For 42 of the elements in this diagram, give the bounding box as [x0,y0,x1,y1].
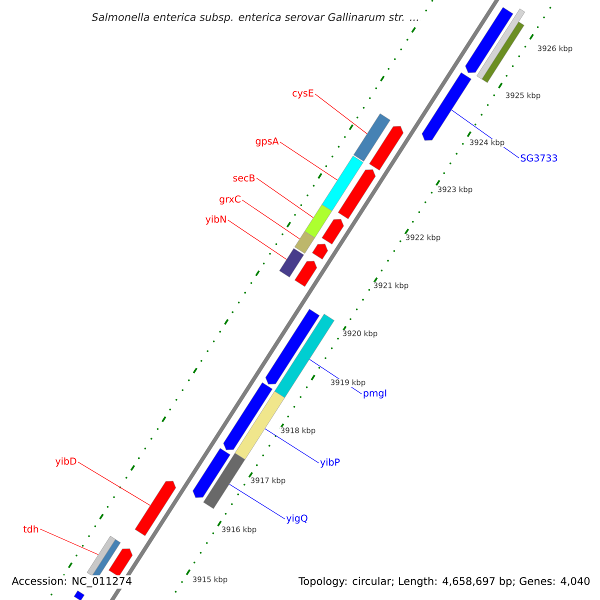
gene-feature [422,72,472,141]
leader-line [256,178,314,218]
leader-line [280,142,338,180]
gene-feature [265,308,320,384]
gene-feature [312,244,328,260]
gene-block [279,248,304,278]
gene-label: yigQ [286,514,308,524]
gene-block [353,113,390,162]
gene-label: cysE [292,90,314,98]
gene-label: SG3733 [520,154,558,162]
gene-block [476,8,526,80]
gene-feature [108,548,133,577]
gene-label: grxC [220,195,240,204]
leader-line [264,428,320,464]
gene-block [322,156,364,212]
gene-feature [192,448,230,498]
gene-label: pmgI [364,390,386,398]
gene-feature [223,382,273,450]
gene-label: yibP [320,458,340,468]
gene-feature [134,480,176,536]
gene-label: tdh [23,525,38,533]
gene-label: secB [233,174,255,182]
gene-feature [465,7,514,73]
gene-feature [338,169,376,220]
leader-line [228,220,287,260]
gene-label: yibD [55,457,76,467]
gene-block [86,536,116,576]
info-text: Topology: circular; Length: 4,658,697 bp; Genes: 4,040 [297,575,592,589]
info-text: Accession: NC_011274 [10,575,134,589]
gene-feature [322,218,344,244]
gene-feature [294,260,318,287]
title: Salmonella enterica subsp. enterica serovar Gallinarum str. ... [90,11,421,25]
gene-label: yibN [206,215,226,225]
gene-block [304,204,332,238]
gene-block [203,452,246,509]
gene-feature [369,126,404,171]
leader-line [314,94,368,134]
gene-block [294,231,315,254]
gene-block [74,590,85,600]
leader-line [242,200,300,240]
gene-label: gpsA [256,138,279,146]
leader-line [78,462,150,506]
